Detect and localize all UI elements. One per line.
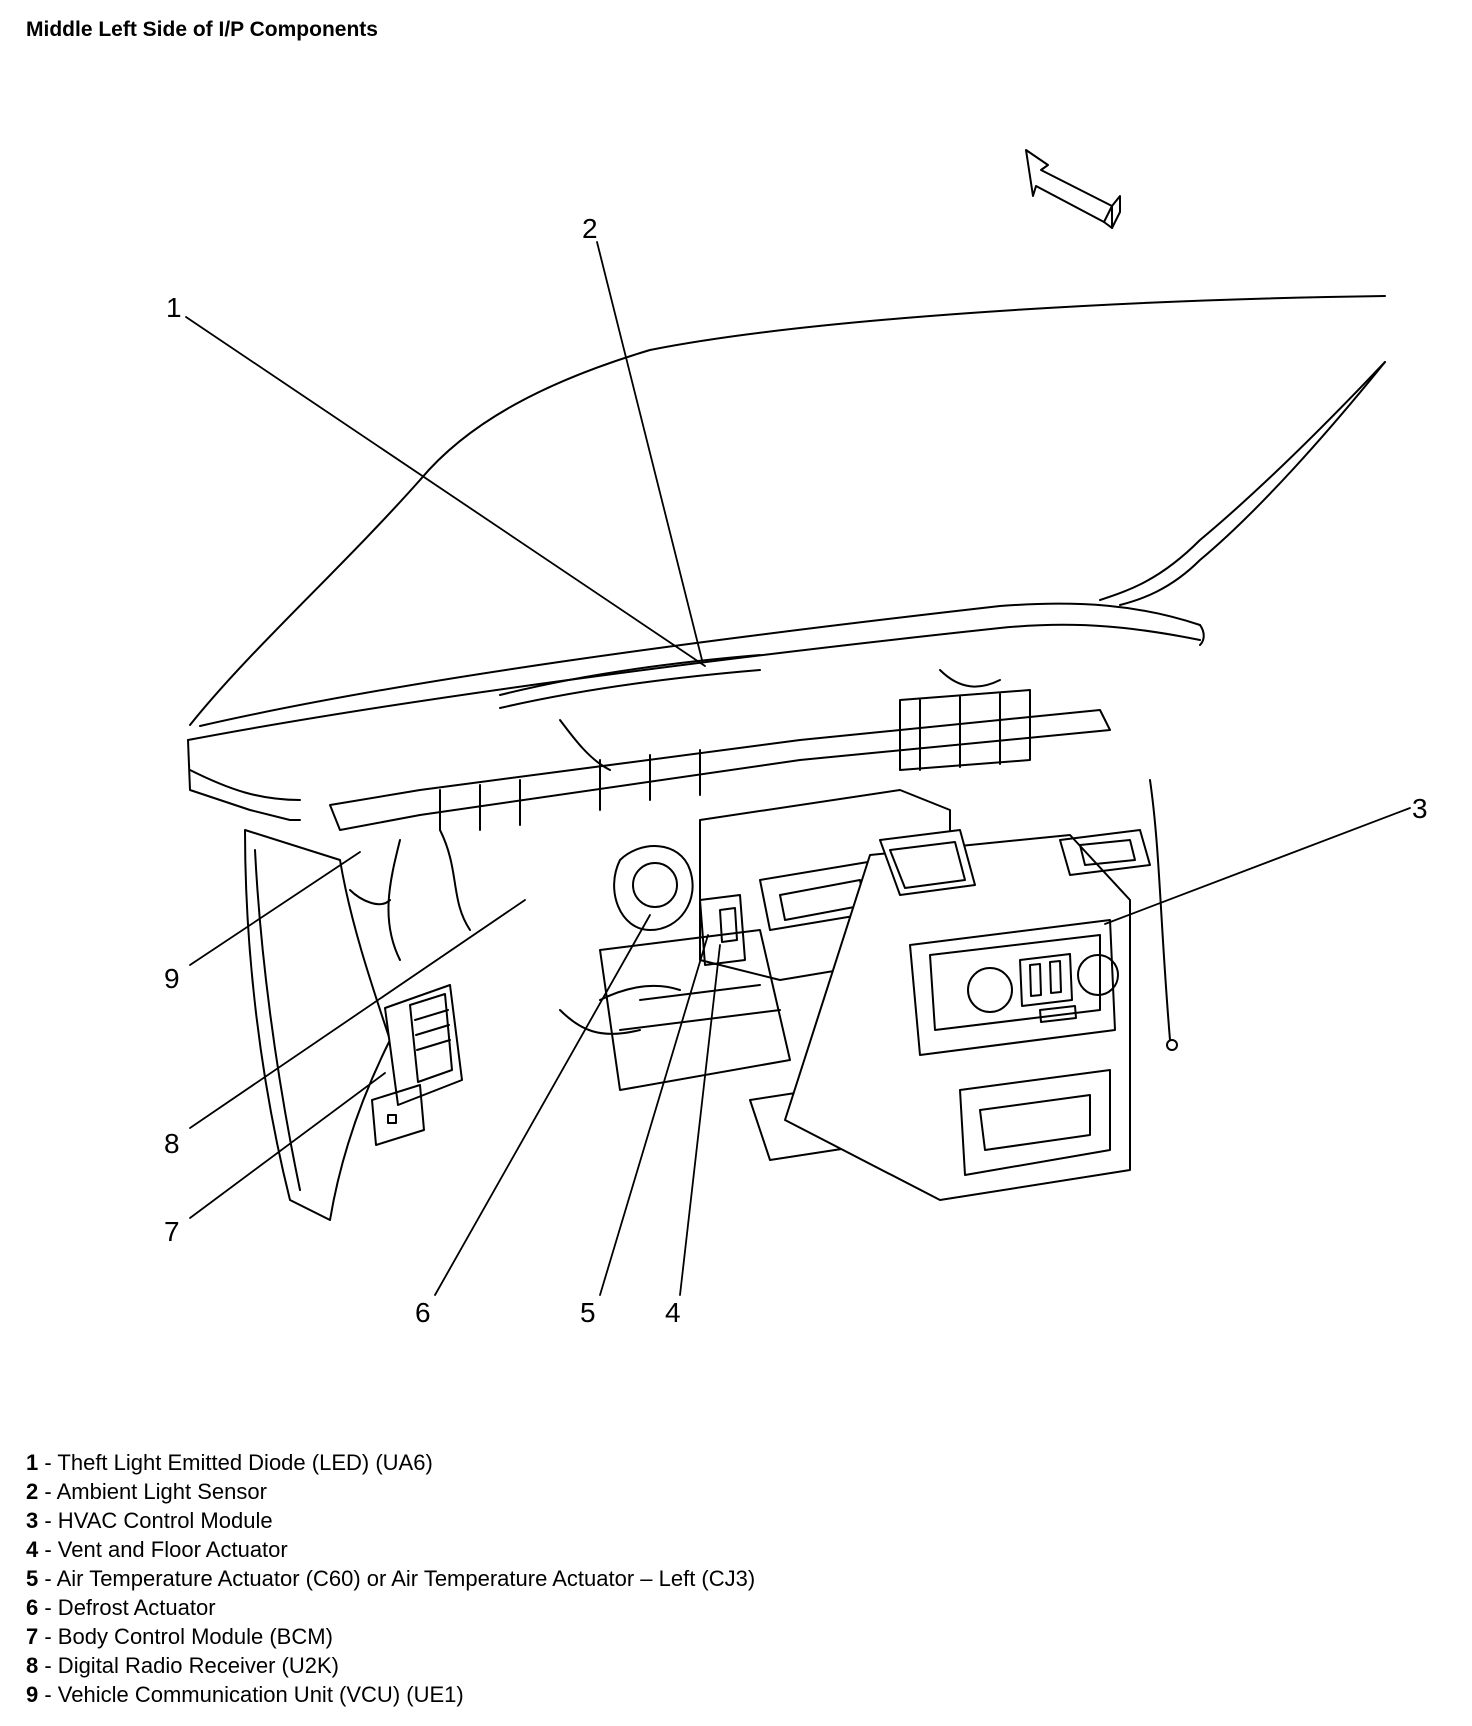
leader-line-1 [185, 316, 706, 667]
leader-line-9 [189, 851, 361, 966]
callout-6: 6 [415, 1297, 431, 1328]
cross-car-beam [329, 689, 1111, 831]
component-legend: 1 - Theft Light Emitted Diode (LED) (UA6… [26, 1448, 755, 1709]
callout-4: 4 [665, 1297, 681, 1328]
body-control-module [371, 984, 463, 1146]
callout-1: 1 [166, 292, 182, 323]
legend-item-9: 9 - Vehicle Communication Unit (VCU) (UE… [26, 1682, 464, 1707]
leader-line-7 [189, 1072, 386, 1219]
leader-line-2 [596, 241, 703, 661]
ip-components-diagram: 1 2 3 4 5 6 7 8 9 [164, 149, 1428, 1328]
callout-8: 8 [164, 1128, 180, 1159]
center-console [784, 829, 1151, 1201]
leader-line-8 [189, 899, 526, 1129]
callout-5: 5 [580, 1297, 596, 1328]
leader-lines [185, 241, 1411, 1296]
legend-item-7: 7 - Body Control Module (BCM) [26, 1624, 333, 1649]
legend-item-2: 2 - Ambient Light Sensor [26, 1479, 267, 1504]
instrument-panel-pad [187, 295, 1386, 821]
leader-line-5 [599, 934, 709, 1296]
wiring-harness [349, 669, 1178, 1051]
direction-arrow-icon [1025, 149, 1121, 229]
callout-2: 2 [582, 213, 598, 244]
legend-item-4: 4 - Vent and Floor Actuator [26, 1537, 288, 1562]
callout-3: 3 [1412, 793, 1428, 824]
leader-line-3 [1104, 807, 1411, 925]
leader-line-4 [679, 944, 721, 1296]
legend-item-3: 3 - HVAC Control Module [26, 1508, 273, 1533]
page-title: Middle Left Side of I/P Components [26, 18, 378, 41]
legend-item-6: 6 - Defrost Actuator [26, 1595, 216, 1620]
legend-item-1: 1 - Theft Light Emitted Diode (LED) (UA6… [26, 1450, 433, 1475]
legend-item-8: 8 - Digital Radio Receiver (U2K) [26, 1653, 340, 1678]
callout-7: 7 [164, 1216, 180, 1247]
callout-9: 9 [164, 963, 180, 994]
legend-item-5: 5 - Air Temperature Actuator (C60) or Ai… [26, 1566, 756, 1591]
leader-line-6 [434, 914, 651, 1296]
